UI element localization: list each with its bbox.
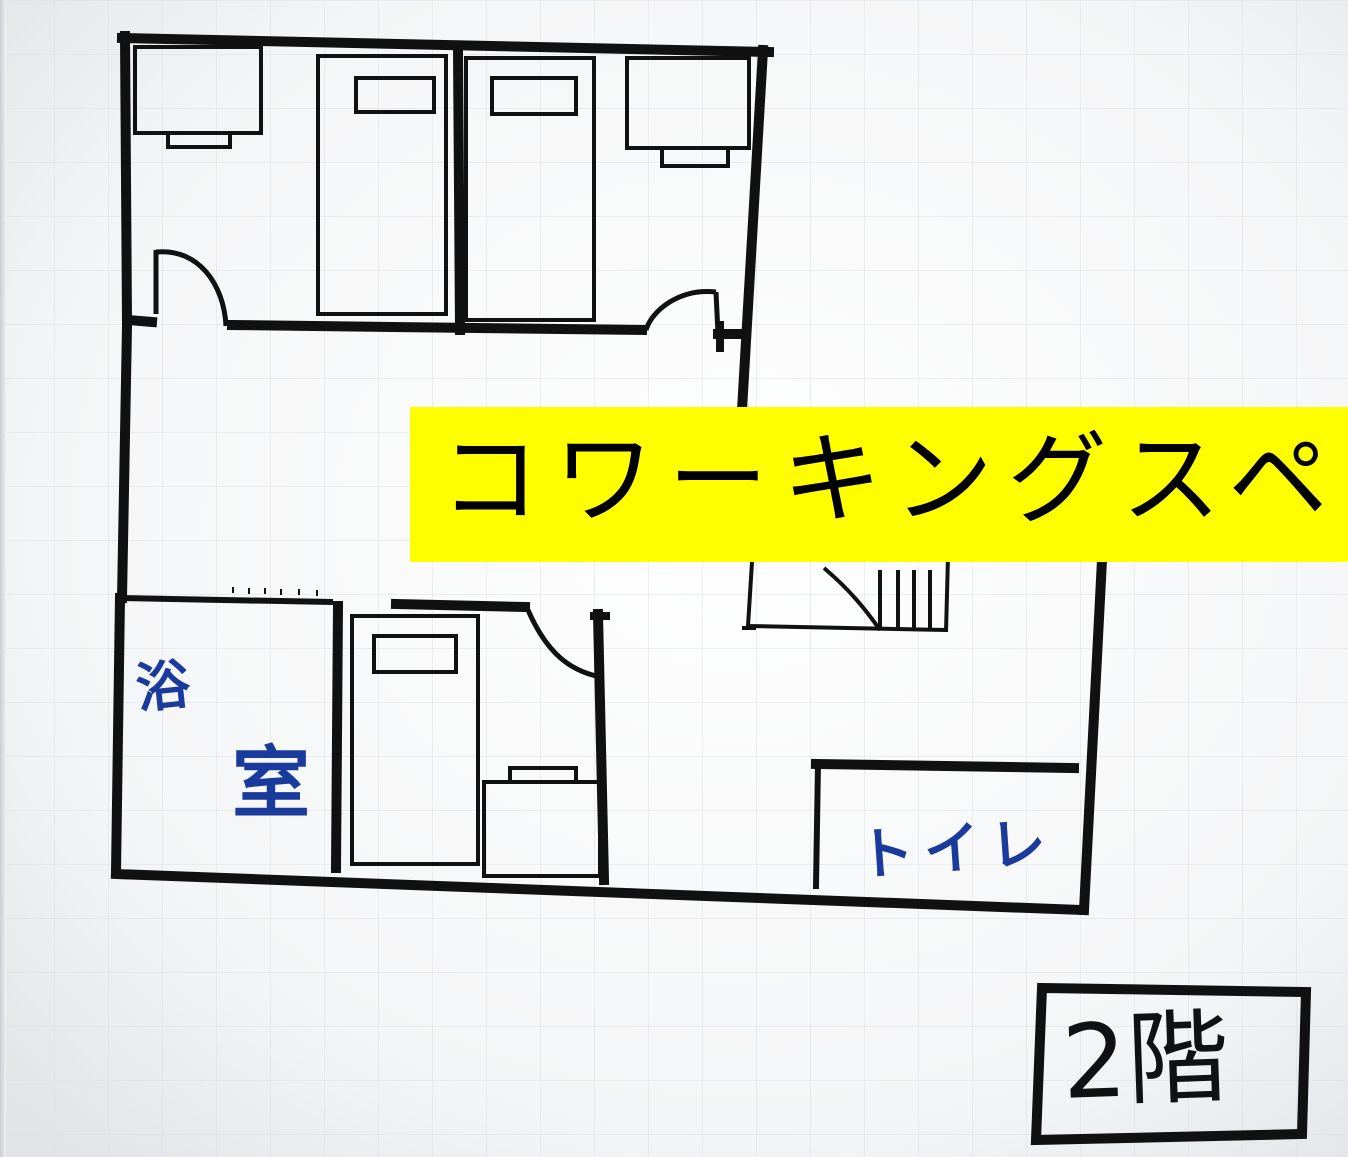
paper-left-edge <box>0 0 6 1157</box>
floor-number-label: 2階 <box>1059 998 1231 1123</box>
coworking-space-banner: コワーキングスペー <box>410 407 1348 562</box>
interior-walls <box>116 44 1080 890</box>
door-swings <box>153 249 721 679</box>
staircase <box>742 555 950 633</box>
coworking-space-banner-text: コワーキングスペー <box>440 421 1348 538</box>
bathroom-label-first-char: 浴 <box>132 652 194 721</box>
bathroom-label-second-char: 室 <box>232 739 311 829</box>
beds-and-furniture <box>133 45 751 878</box>
outer-walls <box>110 30 1108 916</box>
floor-label-box <box>1030 982 1312 1146</box>
toilet-label: トイレ <box>855 810 1058 889</box>
